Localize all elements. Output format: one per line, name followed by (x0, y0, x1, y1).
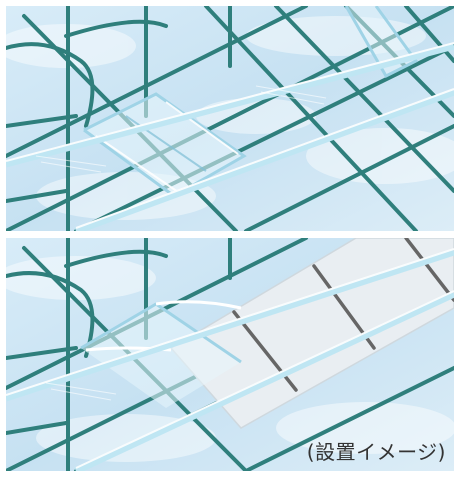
glass-rail (6, 248, 454, 471)
grating-empty-illustration (6, 6, 454, 231)
glass-channel-open (83, 92, 247, 198)
bottom-illustration-panel (6, 238, 454, 471)
grating-installed-illustration (6, 238, 454, 471)
cloud-texture (6, 256, 454, 462)
installation-image-caption: (設置イメージ) (306, 440, 446, 464)
light-streaks (35, 85, 327, 173)
top-illustration-panel (6, 6, 454, 231)
glass-rail (6, 42, 454, 231)
glass-channel-open (80, 300, 242, 408)
light-streaks (45, 382, 117, 401)
